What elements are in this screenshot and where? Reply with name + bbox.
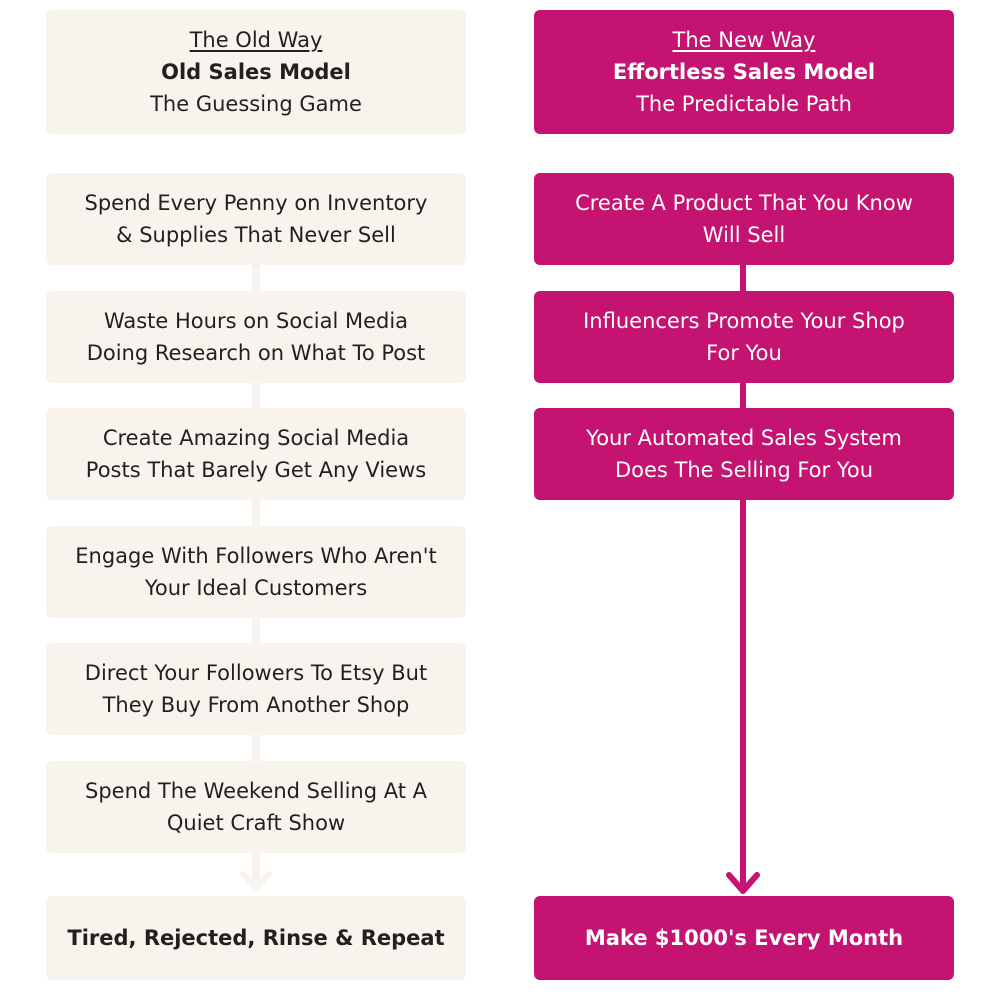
step-text-line: Direct Your Followers To Etsy But <box>84 661 428 685</box>
old-way-step-1: Spend Every Penny on Inventory & Supplie… <box>46 173 466 265</box>
step-text-line: Your Automated Sales System <box>586 426 902 450</box>
new-way-step-1: Create A Product That You Know Will Sell <box>534 173 954 265</box>
step-text-line: Engage With Followers Who Aren't <box>75 544 437 568</box>
old-way-subtitle: The Guessing Game <box>150 92 362 116</box>
step-text-line: Your Ideal Customers <box>144 576 368 600</box>
new-way-result-text: Make $1000's Every Month <box>584 926 904 950</box>
step-text-line: Does The Selling For You <box>614 458 874 482</box>
old-way-step-3: Create Amazing Social Media Posts That B… <box>46 408 466 500</box>
step-text-line: Posts That Barely Get Any Views <box>85 458 427 482</box>
step-text-line: Spend The Weekend Selling At A <box>85 779 427 803</box>
step-text-line: Will Sell <box>702 223 786 247</box>
old-way-step-4: Engage With Followers Who Aren't Your Id… <box>46 526 466 618</box>
old-way-arrow-head <box>240 871 272 891</box>
new-way-step-3: Your Automated Sales System Does The Sel… <box>534 408 954 500</box>
step-text-line: Waste Hours on Social Media <box>103 309 409 333</box>
old-way-step-5: Direct Your Followers To Etsy But They B… <box>46 643 466 735</box>
step-text-line: They Buy From Another Shop <box>102 693 410 717</box>
old-way-heading: The Old Way <box>189 28 323 52</box>
old-way-result-text: Tired, Rejected, Rinse & Repeat <box>67 926 445 950</box>
new-way-heading: The New Way <box>672 28 816 52</box>
new-way-subtitle: The Predictable Path <box>636 92 852 116</box>
new-way-header: The New Way Effortless Sales Model The P… <box>534 10 954 134</box>
new-way-arrow-head <box>726 872 760 894</box>
new-way-step-2: Influencers Promote Your Shop For You <box>534 291 954 383</box>
step-text-line: Quiet Craft Show <box>166 811 346 835</box>
step-text-line: & Supplies That Never Sell <box>116 223 396 247</box>
step-text-line: Spend Every Penny on Inventory <box>84 191 428 215</box>
step-text-line: Create A Product That You Know <box>575 191 913 215</box>
old-way-header: The Old Way Old Sales Model The Guessing… <box>46 10 466 134</box>
old-way-step-2: Waste Hours on Social Media Doing Resear… <box>46 291 466 383</box>
step-text-line: For You <box>706 341 782 365</box>
step-text-line: Doing Research on What To Post <box>86 341 426 365</box>
new-way-result: Make $1000's Every Month <box>534 896 954 980</box>
old-way-step-6: Spend The Weekend Selling At A Quiet Cra… <box>46 761 466 853</box>
old-way-result: Tired, Rejected, Rinse & Repeat <box>46 896 466 980</box>
old-way-title: Old Sales Model <box>161 60 351 84</box>
step-text-line: Create Amazing Social Media <box>102 426 410 450</box>
new-way-title: Effortless Sales Model <box>612 60 876 84</box>
step-text-line: Influencers Promote Your Shop <box>583 309 905 333</box>
